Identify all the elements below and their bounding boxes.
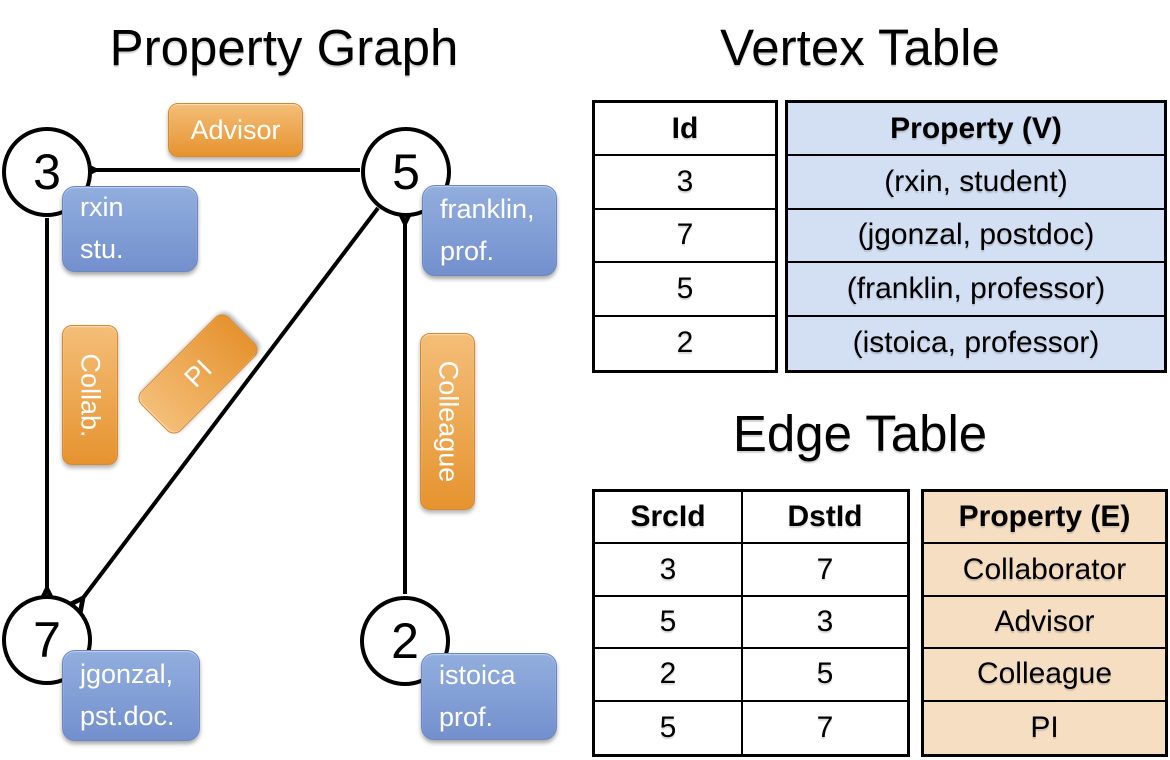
- edge-property-cell: Collaborator: [924, 544, 1165, 597]
- edge-label-colleague: Colleague: [420, 333, 475, 510]
- vertex-table-title: Vertex Table: [720, 19, 1000, 76]
- edge-srcid-cell: 5: [595, 701, 743, 754]
- edge-dstid-cell: 7: [816, 710, 834, 744]
- edge-dstid-cell: 3: [743, 597, 907, 650]
- node-3-property-box: rxin stu.: [62, 186, 198, 272]
- edge-property-cell: PI: [1030, 710, 1059, 744]
- node-2-property-box: istoica prof.: [421, 653, 557, 740]
- graph-title: Property Graph: [109, 19, 459, 76]
- node-7-property-box: jgonzal, pst.doc.: [62, 650, 200, 741]
- property-line: istoica: [439, 659, 516, 690]
- edge-srcid-cell: 3: [595, 544, 743, 597]
- property-line: rxin: [80, 192, 124, 223]
- node-2-id: 2: [391, 613, 419, 669]
- edge-property-cell: Advisor: [924, 597, 1165, 650]
- edge-label-advisor: Advisor: [168, 103, 303, 157]
- edge-pi-5-to-7: [83, 206, 380, 598]
- edge-srcid-cell: 2: [595, 649, 743, 702]
- property-line: franklin,: [440, 193, 535, 224]
- vertex-property-cell: (istoica, professor): [852, 326, 1100, 360]
- property-line: jgonzal,: [80, 658, 174, 689]
- vertex-id-cell: 7: [595, 210, 775, 264]
- node-3-id: 3: [33, 144, 61, 200]
- property-line: prof.: [440, 235, 495, 266]
- edge-property-cell: Colleague: [924, 649, 1165, 702]
- vertex-property-cell: (franklin, professor): [788, 263, 1164, 317]
- edge-label-text: Colleague: [433, 360, 463, 483]
- vertex-table-id-column: Id 3 7 5 2: [592, 100, 778, 373]
- vertex-table-property-column: Property (V) (rxin, student) (jgonzal, p…: [785, 100, 1167, 373]
- vertex-id-cell: 2: [676, 326, 694, 360]
- edge-table-title: Edge Table: [732, 405, 988, 462]
- edge-dstid-cell: 7: [743, 544, 907, 597]
- edge-label-text: Advisor: [190, 114, 281, 145]
- edge-label-text: Collab.: [75, 352, 106, 438]
- edge-table-src-dst-columns: SrcId DstId 3 7 5 3 2 5 5 7: [592, 489, 910, 757]
- node-5-property-box: franklin, prof.: [422, 185, 557, 276]
- edge-dstid-header: DstId: [743, 492, 907, 545]
- node-5-id: 5: [392, 144, 420, 200]
- vertex-id-cell: 5: [595, 263, 775, 317]
- vertex-property-cell: (rxin, student): [788, 156, 1164, 210]
- edge-srcid-header: SrcId: [595, 492, 743, 545]
- edge-dstid-cell: 5: [743, 649, 907, 702]
- property-line: stu.: [80, 234, 124, 264]
- edge-label-text: PI: [178, 354, 218, 394]
- vertex-property-header: Property (V): [788, 103, 1164, 157]
- edge-table-property-column: Property (E) Collaborator Advisor Collea…: [921, 489, 1168, 757]
- property-line: pst.doc.: [80, 700, 175, 731]
- node-7-id: 7: [33, 612, 61, 668]
- edge-property-header: Property (E): [924, 492, 1165, 545]
- vertex-id-cell: 3: [595, 156, 775, 210]
- property-line: prof.: [439, 701, 494, 732]
- node-2: 2: [360, 596, 450, 686]
- vertex-property-cell: (jgonzal, postdoc): [788, 210, 1164, 264]
- edge-label-collab: Collab.: [62, 325, 118, 465]
- graph-edges: [0, 0, 585, 760]
- edge-srcid-cell: 5: [595, 596, 743, 650]
- vertex-id-header: Id: [595, 103, 775, 157]
